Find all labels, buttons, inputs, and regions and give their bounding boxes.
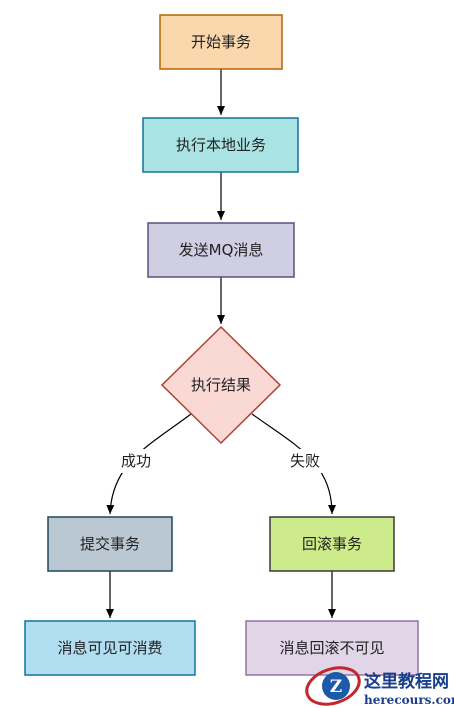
watermark-url: herecours.com (364, 693, 454, 707)
edge-label-success: 成功 (114, 449, 158, 473)
node-start-transaction-box (159, 14, 283, 70)
watermark-logo-letter: Z (330, 677, 342, 697)
edge-label-failure: 失败 (283, 449, 327, 473)
watermark-logo-icon: Z (305, 666, 361, 706)
node-execute-local-business: 执行本地业务 (142, 117, 299, 173)
watermark-title: 这里教程网 (364, 671, 449, 692)
node-send-mq-message-label: 发送MQ消息 (179, 241, 264, 259)
node-message-invisible: 消息回滚不可见 (245, 620, 419, 676)
node-send-mq-message: 发送MQ消息 (147, 222, 295, 278)
edge-label-success-text: 成功 (121, 452, 151, 470)
edge-label-failure-text: 失败 (290, 452, 320, 470)
node-rollback-transaction-label: 回滚事务 (302, 535, 362, 553)
node-message-visible: 消息可见可消费 (24, 620, 196, 676)
node-message-visible-label: 消息可见可消费 (57, 639, 162, 657)
node-start-transaction-label: 开始事务 (191, 33, 251, 51)
watermark: Z 这里教程网 herecours.com (305, 666, 454, 707)
node-commit-transaction-label: 提交事务 (80, 535, 140, 553)
node-message-visible-box (24, 620, 196, 676)
node-message-invisible-label: 消息回滚不可见 (279, 639, 384, 657)
node-execute-local-business-label: 执行本地业务 (176, 136, 266, 154)
node-rollback-transaction: 回滚事务 (269, 516, 395, 572)
node-execution-result-diamond (160, 325, 282, 445)
node-execution-result-decision: 执行结果 (160, 325, 282, 445)
node-rollback-transaction-box (269, 516, 395, 572)
node-execution-result-label: 执行结果 (191, 376, 251, 394)
node-start-transaction: 开始事务 (159, 14, 283, 70)
node-commit-transaction: 提交事务 (47, 516, 173, 572)
node-execute-local-business-box (142, 117, 299, 173)
node-send-mq-message-box (147, 222, 295, 278)
node-commit-transaction-box (47, 516, 173, 572)
